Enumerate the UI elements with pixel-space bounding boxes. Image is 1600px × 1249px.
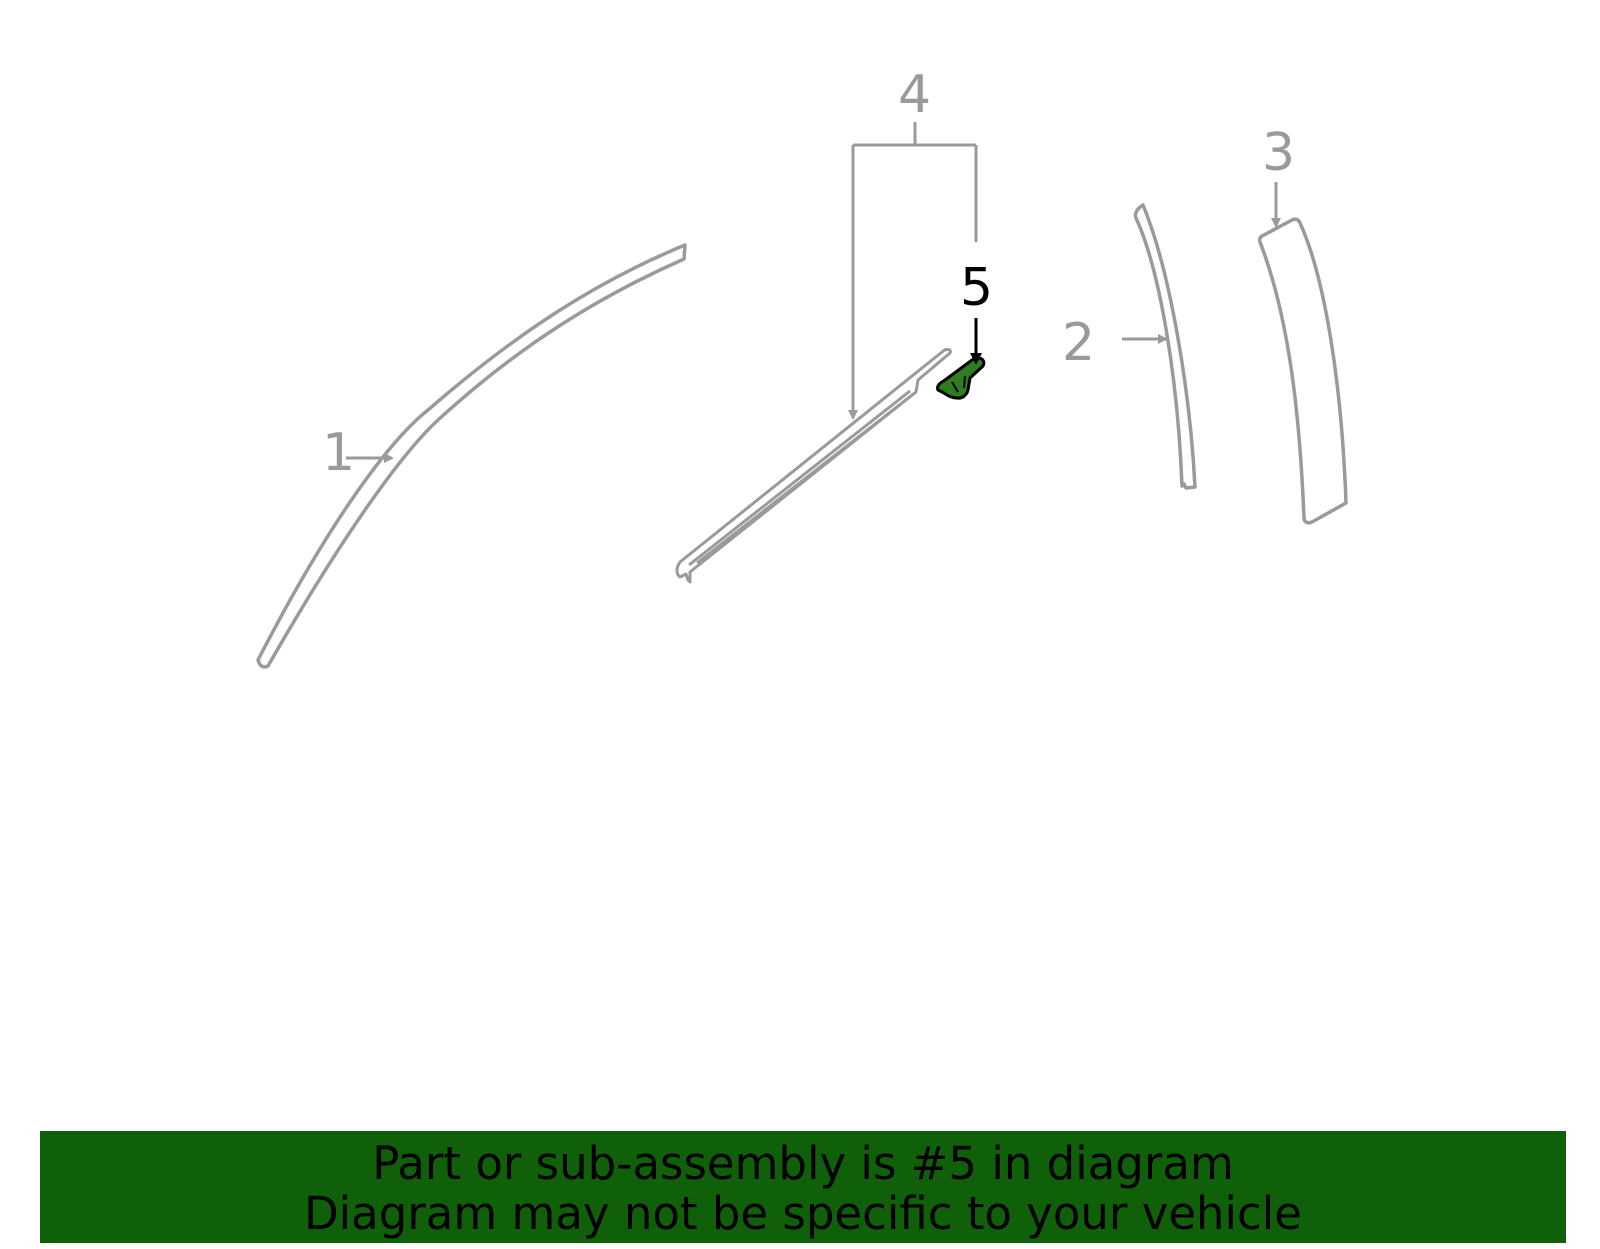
part-5-clip-highlighted [936,356,986,400]
banner-line-part-number: Part or sub-assembly is #5 in diagram [372,1137,1234,1190]
callout-4[interactable]: 4 [898,65,931,125]
part-2-molding [1133,203,1197,490]
callout-3[interactable]: 3 [1262,123,1295,183]
callout-2[interactable]: 2 [1062,313,1095,373]
callout-5[interactable]: 5 [960,258,993,318]
leader-lines [346,122,1281,463]
part-3-panel [1258,217,1348,525]
banner-line-disclaimer: Diagram may not be specific to your vehi… [304,1187,1302,1240]
part-4-molding [675,348,952,584]
part-1-molding [256,243,687,669]
diagram-notice-banner: Part or sub-assembly is #5 in diagram Di… [40,1131,1566,1243]
callout-1[interactable]: 1 [322,423,355,483]
